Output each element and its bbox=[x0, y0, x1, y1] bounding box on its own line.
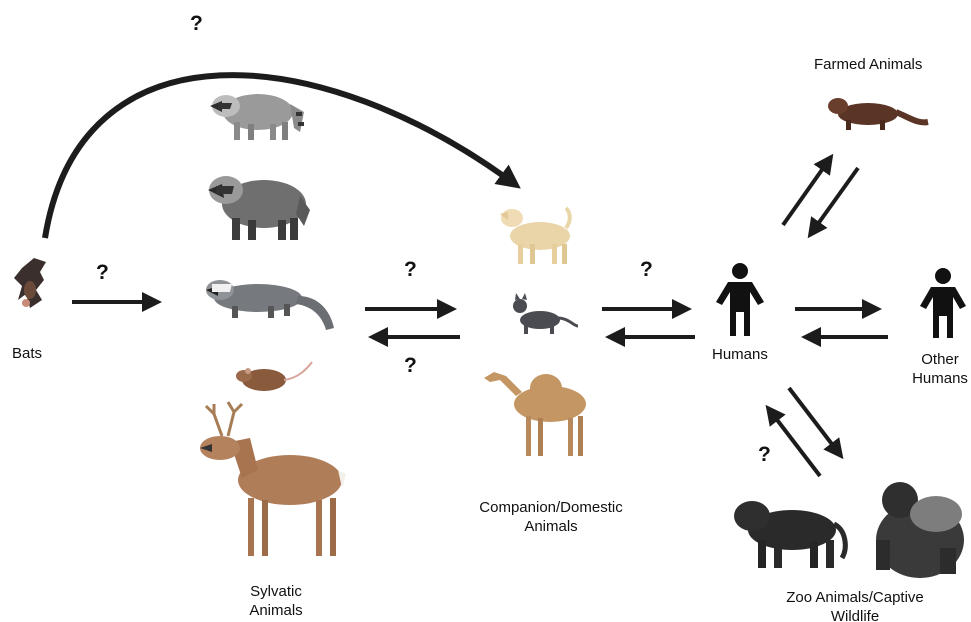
camel-icon bbox=[484, 372, 586, 456]
bats-label: Bats bbox=[12, 344, 42, 363]
other-humans-label: Other Humans bbox=[909, 350, 971, 388]
bat-icon bbox=[14, 258, 46, 308]
cat-icon bbox=[513, 293, 578, 334]
other-humans-label-line1: Other bbox=[909, 350, 971, 369]
dog-icon bbox=[500, 208, 570, 264]
gorilla-icon bbox=[876, 482, 964, 578]
other-humans-label-line2: Humans bbox=[909, 369, 971, 388]
zoo-label-line1: Zoo Animals/Captive bbox=[770, 588, 940, 607]
tiger-icon bbox=[734, 501, 845, 568]
companion-label-line2: Animals bbox=[468, 517, 634, 536]
question-mark-companion-sylvatic: ? bbox=[404, 354, 417, 378]
sylvatic-animals-label: Sylvatic Animals bbox=[236, 582, 316, 620]
human-icon bbox=[716, 263, 764, 336]
question-mark-bat-sylvatic: ? bbox=[96, 261, 109, 285]
question-mark-sylvatic-companion: ? bbox=[404, 258, 417, 282]
sylvatic-label-line2: Animals bbox=[236, 601, 316, 620]
raccoon-icon bbox=[210, 94, 304, 140]
question-mark-zoo-humans: ? bbox=[758, 443, 771, 467]
raccoon-dog-icon bbox=[208, 176, 310, 240]
zoo-animals-label: Zoo Animals/Captive Wildlife bbox=[770, 588, 940, 622]
mink-icon bbox=[828, 98, 928, 130]
question-mark-companion-humans: ? bbox=[640, 258, 653, 282]
humans-label: Humans bbox=[712, 345, 768, 364]
deer-icon bbox=[200, 402, 346, 556]
rat-icon bbox=[236, 362, 312, 391]
other-human-icon bbox=[920, 268, 966, 338]
companion-label-line1: Companion/Domestic bbox=[468, 498, 634, 517]
civet-icon bbox=[206, 280, 334, 330]
farmed-animals-label: Farmed Animals bbox=[814, 55, 922, 74]
zoo-label-line2: Wildlife bbox=[770, 607, 940, 622]
sylvatic-label-line1: Sylvatic bbox=[236, 582, 316, 601]
companion-domestic-label: Companion/Domestic Animals bbox=[468, 498, 634, 536]
question-mark-curved: ? bbox=[190, 12, 203, 36]
